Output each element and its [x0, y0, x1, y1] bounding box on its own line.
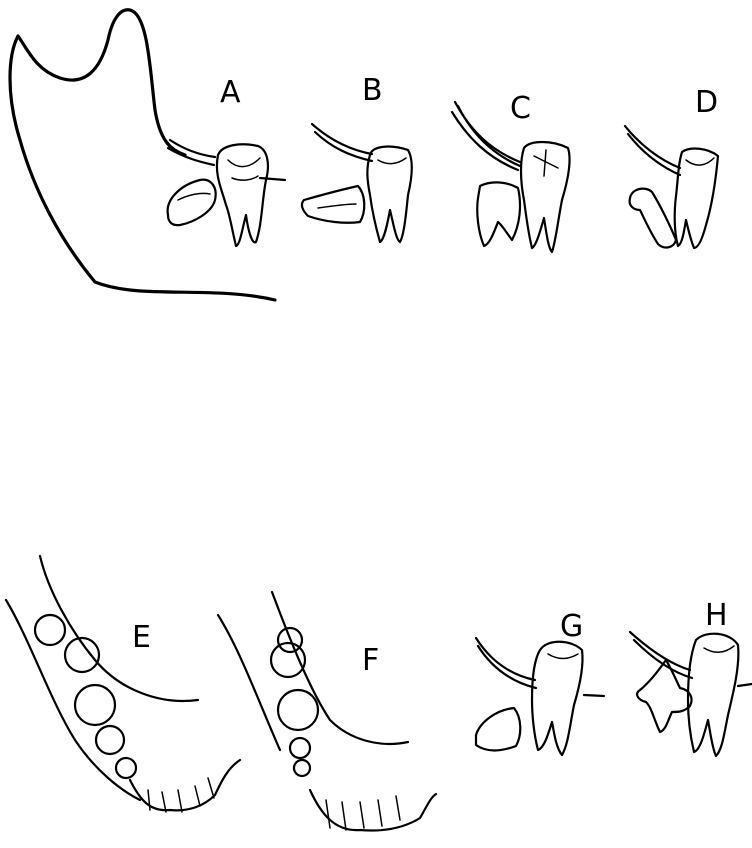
label-a: A [220, 75, 241, 110]
label-d: D [695, 85, 718, 120]
label-f: F [362, 643, 379, 678]
figure-c: C [452, 91, 570, 252]
figure-g: G [476, 609, 604, 755]
label-b: B [362, 73, 383, 108]
mandible-ramus-outline [10, 10, 275, 300]
figure-d: D [625, 85, 718, 248]
label-c: C [510, 91, 531, 126]
figure-h: H [630, 598, 752, 756]
figure-a: A [168, 75, 285, 246]
label-g: G [560, 609, 583, 644]
figure-e: E [6, 556, 240, 812]
label-h: H [705, 598, 728, 633]
figure-b: B [302, 73, 412, 242]
label-e: E [132, 620, 151, 655]
figure-f: F [218, 592, 436, 831]
